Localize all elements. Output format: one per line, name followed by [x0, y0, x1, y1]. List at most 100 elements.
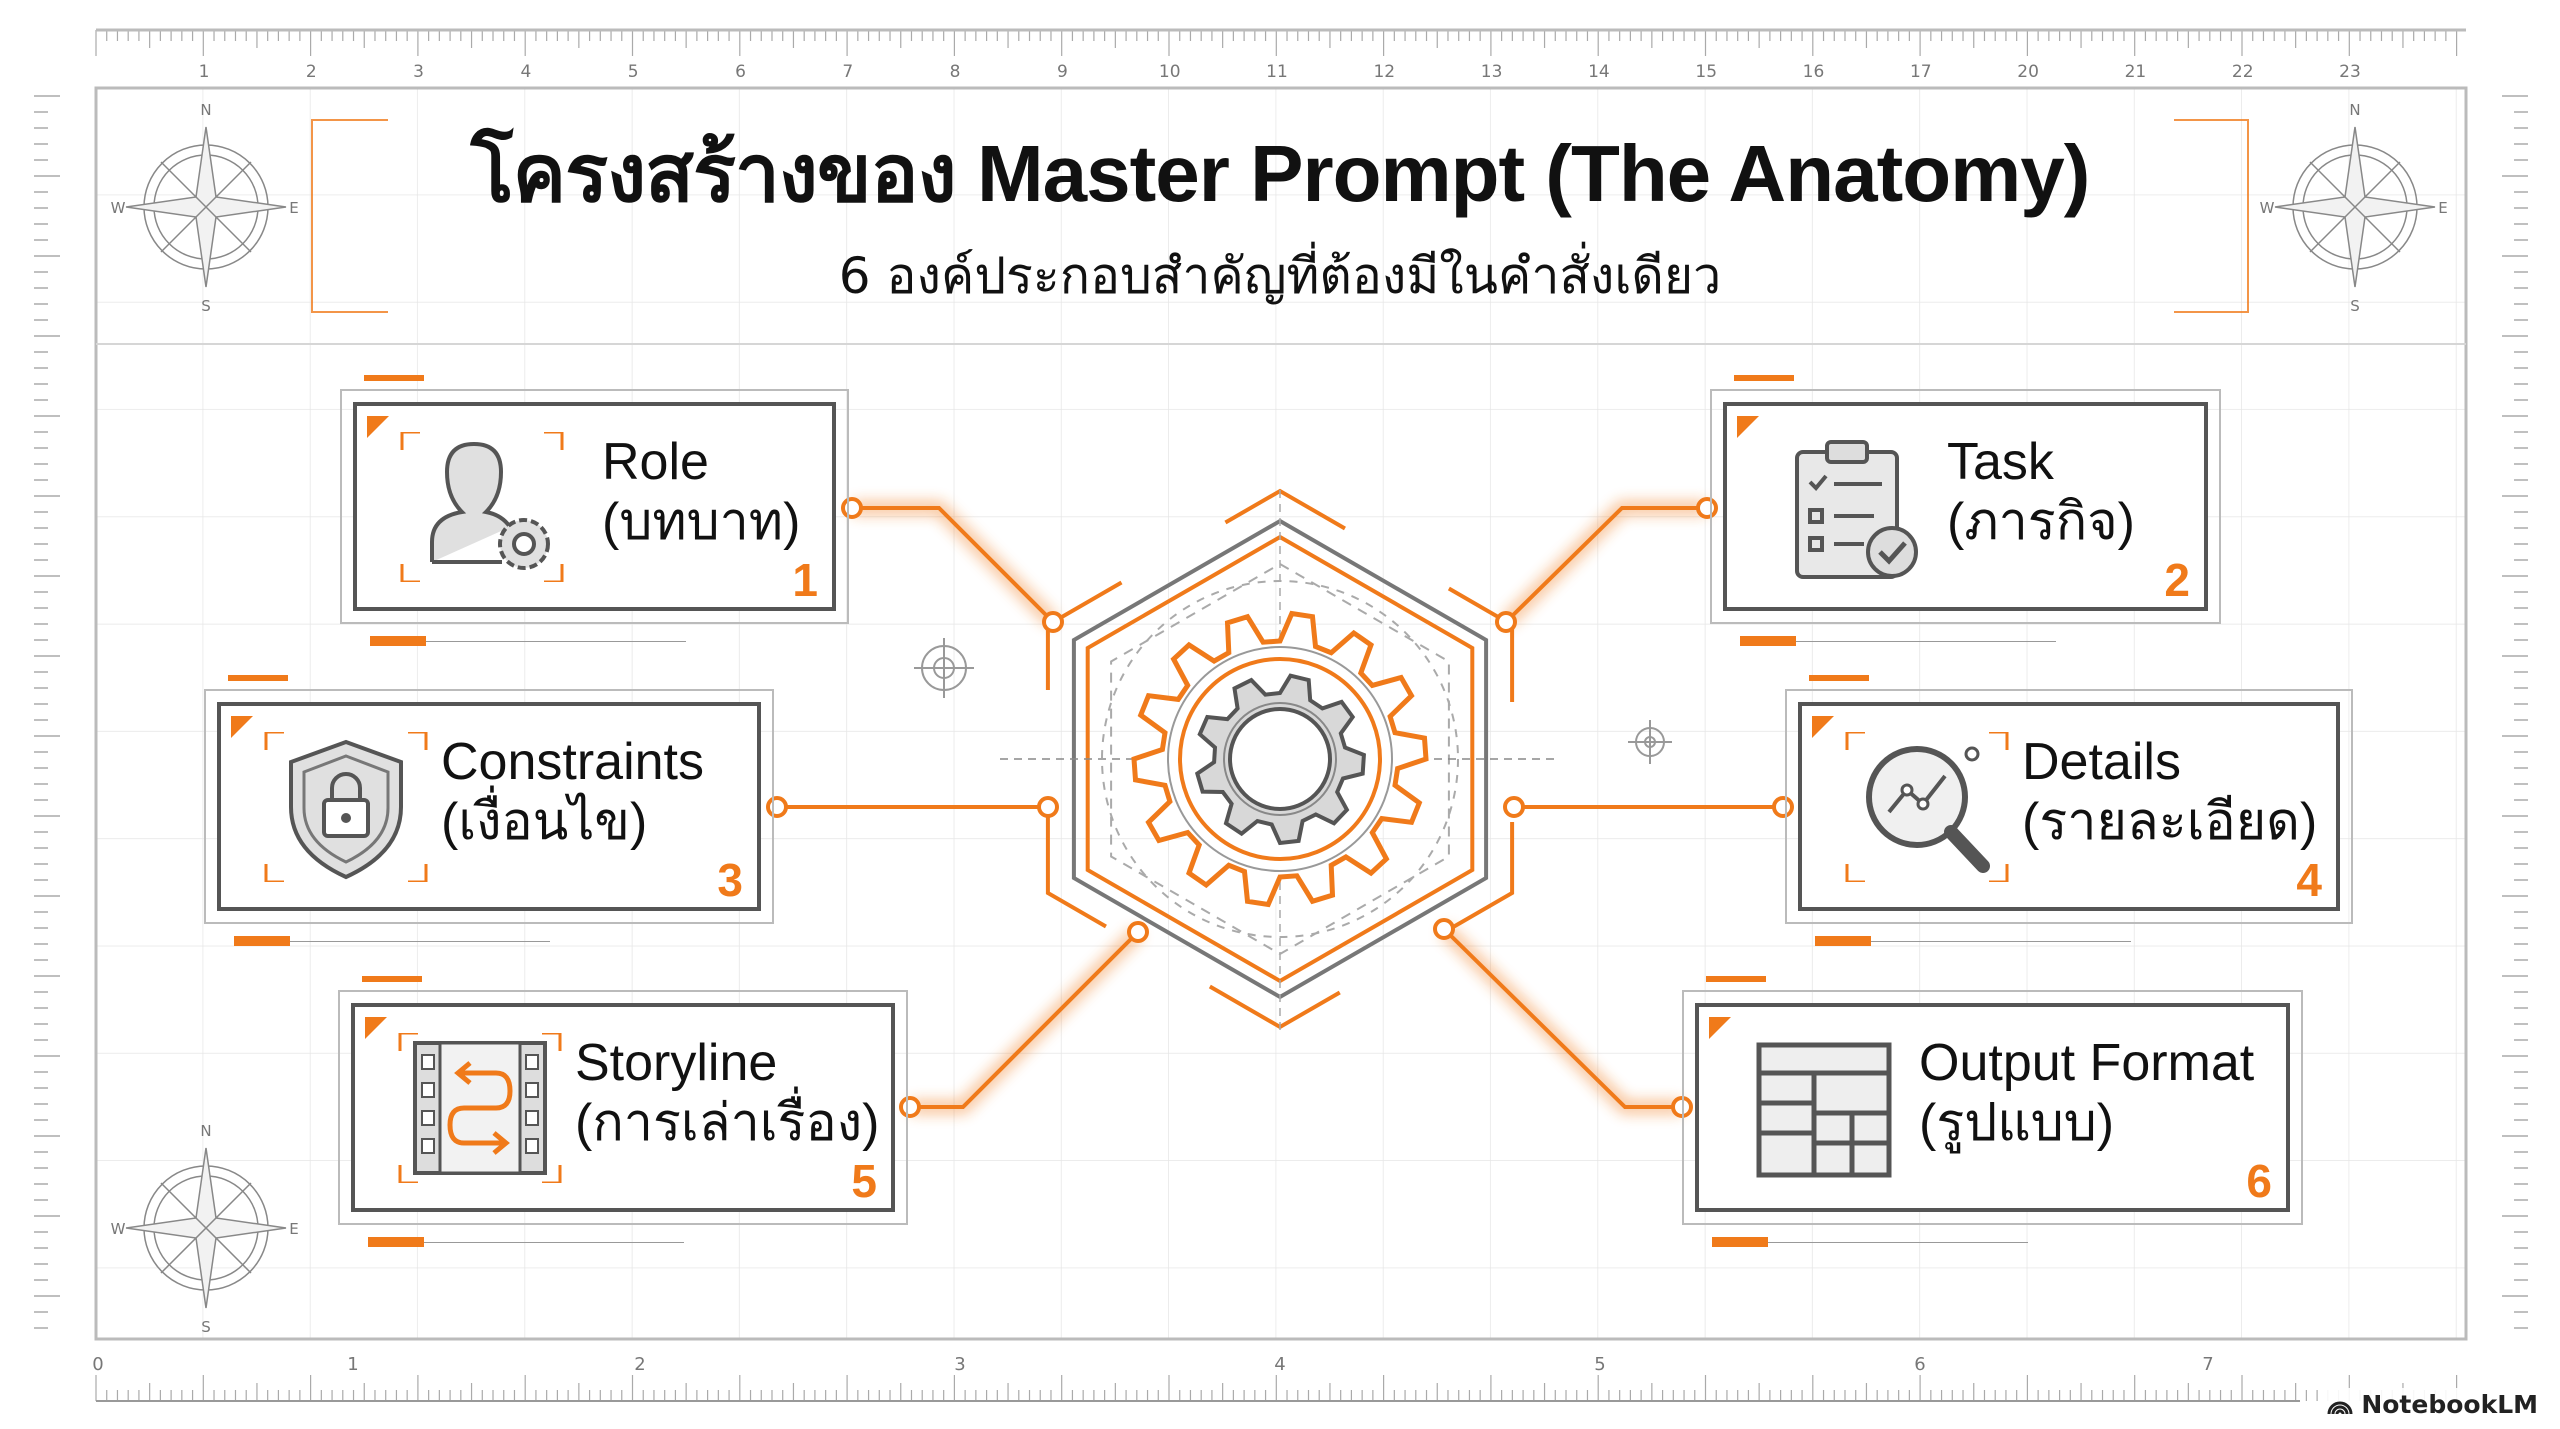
connector-node [1127, 921, 1149, 943]
card-tag [364, 375, 424, 381]
ruler-top-label: 20 [2017, 62, 2039, 82]
component-thai-name: (รายละเอียด) [2022, 793, 2318, 851]
card-accent-bar [234, 936, 290, 946]
component-name: Role [602, 433, 709, 491]
card-tag [362, 976, 422, 982]
ruler-top-label: 1 [199, 62, 210, 82]
ruler-top-label: 6 [735, 62, 746, 82]
card-underline [426, 641, 686, 642]
corner-triangle-icon [1709, 1017, 1731, 1039]
card-underline [1768, 1242, 2028, 1243]
title-brackets [311, 119, 2249, 313]
corner-triangle-icon [1812, 716, 1834, 738]
connector-constraints [766, 796, 1059, 818]
compass-label-n: N [200, 101, 211, 119]
card-accent-bar [368, 1237, 424, 1247]
ruler-bottom-label: 7 [2202, 1354, 2213, 1375]
card-accent-bar [1712, 1237, 1768, 1247]
ruler-bottom-label: 2 [634, 1354, 645, 1375]
card-inner-frame: Role(บทบาท) 1 [353, 402, 836, 611]
component-name: Storyline [575, 1034, 778, 1092]
target-reticles [914, 638, 1672, 764]
notebooklm-watermark: NotebookLM [2321, 1388, 2544, 1421]
component-label: Task(ภารกิจ) [1947, 432, 2135, 552]
central-gear-hub [1000, 488, 1560, 1030]
corner-triangle-icon [367, 416, 389, 438]
component-name: Task [1947, 433, 2054, 491]
component-card-role: Role(บทบาท) 1 [340, 375, 849, 646]
component-card-task: Task(ภารกิจ) 2 [1710, 375, 2221, 646]
card-outer-frame [1682, 990, 2303, 1225]
compass-rose-icon: N S E W [111, 1122, 299, 1336]
ruler-bottom-label: 5 [1594, 1354, 1605, 1375]
ruler-top-label: 13 [1481, 62, 1503, 82]
component-card-output-format: Output Format(รูปแบบ) 6 [1682, 976, 2303, 1247]
connector-details [1503, 796, 1794, 818]
corner-triangle-icon [231, 716, 253, 738]
component-card-details: Details(รายละเอียด) 4 [1785, 675, 2353, 946]
ruler-top-label: 7 [842, 62, 853, 82]
card-inner-frame: Task(ภารกิจ) 2 [1723, 402, 2208, 611]
compass-label-w: W [111, 1220, 126, 1238]
component-number: 6 [2246, 1155, 2272, 1207]
connector-node [1495, 611, 1517, 633]
card-inner-frame: Details(รายละเอียด) 4 [1798, 702, 2340, 911]
compass-label-s: S [2350, 297, 2360, 315]
connector-node [1503, 796, 1525, 818]
card-tag [1809, 675, 1869, 681]
ruler-top-label: 23 [2339, 62, 2361, 82]
card-tag [1734, 375, 1794, 381]
component-label: Storyline(การเล่าเรื่อง) [575, 1033, 879, 1153]
component-name: Details [2022, 733, 2181, 791]
connector-node [1042, 611, 1064, 633]
clipboard-check-icon [1795, 440, 1918, 579]
card-outer-frame [204, 689, 774, 924]
connector-storyline [899, 921, 1149, 1118]
compass-label-n: N [200, 1122, 211, 1140]
card-outer-frame [340, 389, 849, 624]
connectors [766, 497, 1794, 1118]
ruler-bottom-label: 1 [347, 1354, 358, 1375]
component-card-constraints: Constraints(เงื่อนไข) 3 [204, 675, 774, 946]
card-underline [424, 1242, 684, 1243]
component-card-storyline: Storyline(การเล่าเรื่อง) 5 [338, 976, 908, 1247]
compass-label-n: N [2349, 101, 2360, 119]
ruler-top-label: 14 [1588, 62, 1610, 82]
ruler-top-label: 8 [950, 62, 961, 82]
card-tag [228, 675, 288, 681]
component-number: 4 [2296, 854, 2322, 906]
compass-label-w: W [2260, 199, 2275, 217]
component-label: Details(รายละเอียด) [2022, 732, 2317, 852]
card-inner-frame: Output Format(รูปแบบ) 6 [1695, 1003, 2290, 1212]
ruler-top-label: 3 [413, 62, 424, 82]
card-inner-frame: Constraints(เงื่อนไข) 3 [217, 702, 761, 911]
page-subtitle: 6 องค์ประกอบสำคัญที่ต้องมีในคำสั่งเดียว [838, 247, 1722, 305]
card-accent-bar [1815, 936, 1871, 946]
person-gear-icon [400, 432, 564, 582]
card-outer-frame [338, 990, 908, 1225]
compass-label-e: E [289, 1220, 298, 1238]
ruler-top-label: 2 [306, 62, 317, 82]
ruler-top-label: 5 [628, 62, 639, 82]
compass-label-e: E [2438, 199, 2447, 217]
component-label: Output Format(รูปแบบ) [1919, 1033, 2254, 1153]
compass-rose-icon: N S E W [2260, 101, 2448, 315]
ruler-top-label: 4 [520, 62, 531, 82]
ruler-bottom-label: 4 [1274, 1354, 1285, 1375]
card-accent-bar [1740, 636, 1796, 646]
component-number: 1 [792, 554, 818, 606]
compass-label-s: S [201, 297, 211, 315]
card-outer-frame [1785, 689, 2353, 924]
card-underline [290, 941, 550, 942]
compass-label-s: S [201, 1318, 211, 1336]
compass-label-w: W [111, 199, 126, 217]
component-thai-name: (ภารกิจ) [1947, 493, 2135, 551]
component-name: Constraints [441, 733, 704, 791]
layout-grid-icon [1756, 1042, 1892, 1178]
notebooklm-logo-icon [2327, 1401, 2353, 1414]
component-label: Constraints(เงื่อนไข) [441, 732, 704, 852]
film-arrows-icon [398, 1033, 562, 1183]
